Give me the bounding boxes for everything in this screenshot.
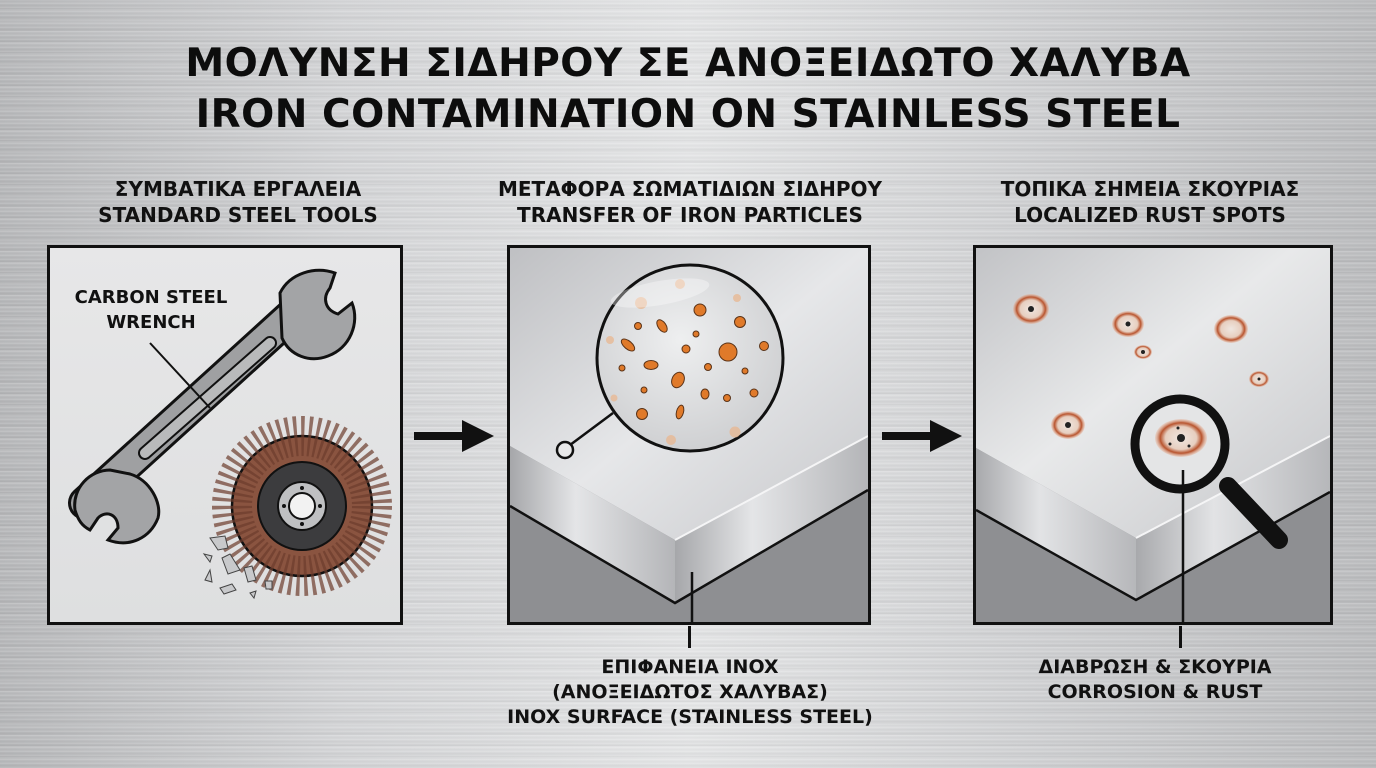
step2-heading: ΜΕΤΑΦΟΡΑ ΣΩΜΑΤΙΔΙΩΝ ΣΙΔΗΡΟΥ TRANSFER OF … (480, 176, 900, 228)
panel-transfer-particles (507, 245, 871, 625)
step3-heading: ΤΟΠΙΚΑ ΣΗΜΕΙΑ ΣΚΟΥΡΙΑΣ LOCALIZED RUST SP… (960, 176, 1340, 228)
step2-heading-greek: ΜΕΤΑΦΟΡΑ ΣΩΜΑΤΙΔΙΩΝ ΣΙΔΗΡΟΥ (497, 177, 882, 201)
metal-shards-icon (202, 535, 273, 600)
step3-heading-english: LOCALIZED RUST SPOTS (1014, 203, 1286, 227)
caption-inox-line3: INOX SURFACE (STAINLESS STEEL) (507, 706, 873, 728)
flap-disc-icon (212, 416, 392, 596)
tools-illustration (68, 268, 392, 600)
caption-inox-surface: ΕΠΙΦΑΝΕΙΑ INOX (ΑΝΟΞΕΙΔΩΤΟΣ ΧΑΛΥΒΑΣ) INO… (480, 655, 900, 730)
caption-corrosion-line1: ΔΙΑΒΡΩΣΗ & ΣΚΟΥΡΙΑ (1038, 656, 1272, 678)
step3-heading-greek: ΤΟΠΙΚΑ ΣΗΜΕΙΑ ΣΚΟΥΡΙΑΣ (1000, 177, 1300, 201)
magnified-particles-icon (555, 263, 785, 460)
step1-heading-english: STANDARD STEEL TOOLS (98, 203, 378, 227)
wrench-icon (68, 268, 357, 545)
callout-line2: WRENCH (106, 312, 196, 333)
step2-heading-english: TRANSFER OF IRON PARTICLES (517, 203, 863, 227)
title-english: IRON CONTAMINATION ON STAINLESS STEEL (195, 92, 1181, 137)
leader-line-corrosion (1179, 626, 1182, 648)
arrow-right-icon (882, 420, 962, 452)
caption-inox-line1: ΕΠΙΦΑΝΕΙΑ INOX (601, 656, 779, 678)
arrow-right-icon (414, 420, 494, 452)
rust-spots-icon (1013, 294, 1269, 439)
diagram-title: ΜΟΛΥΝΣΗ ΣΙΔΗΡΟΥ ΣΕ ΑΝΟΞΕΙΔΩΤΟ ΧΑΛΥΒΑ IRO… (0, 38, 1376, 140)
leader-line-inox (688, 626, 691, 648)
callout-carbon-steel-wrench: CARBON STEEL WRENCH (62, 285, 240, 335)
transfer-illustration (510, 248, 868, 622)
rust-illustration (976, 248, 1330, 622)
caption-inox-line2: (ΑΝΟΞΕΙΔΩΤΟΣ ΧΑΛΥΒΑΣ) (552, 681, 828, 703)
panel-standard-tools: CARBON STEEL WRENCH (47, 245, 403, 625)
caption-corrosion-line2: CORROSION & RUST (1047, 681, 1263, 703)
caption-corrosion-rust: ΔΙΑΒΡΩΣΗ & ΣΚΟΥΡΙΑ CORROSION & RUST (1000, 655, 1310, 705)
step1-heading-greek: ΣΥΜΒΑΤΙΚΑ ΕΡΓΑΛΕΙΑ (114, 177, 362, 201)
magnifying-glass-icon (1130, 394, 1288, 549)
panel-rust-spots (973, 245, 1333, 625)
step1-heading: ΣΥΜΒΑΤΙΚΑ ΕΡΓΑΛΕΙΑ STANDARD STEEL TOOLS (48, 176, 428, 228)
title-greek: ΜΟΛΥΝΣΗ ΣΙΔΗΡΟΥ ΣΕ ΑΝΟΞΕΙΔΩΤΟ ΧΑΛΥΒΑ (185, 41, 1191, 86)
callout-line1: CARBON STEEL (74, 287, 228, 308)
